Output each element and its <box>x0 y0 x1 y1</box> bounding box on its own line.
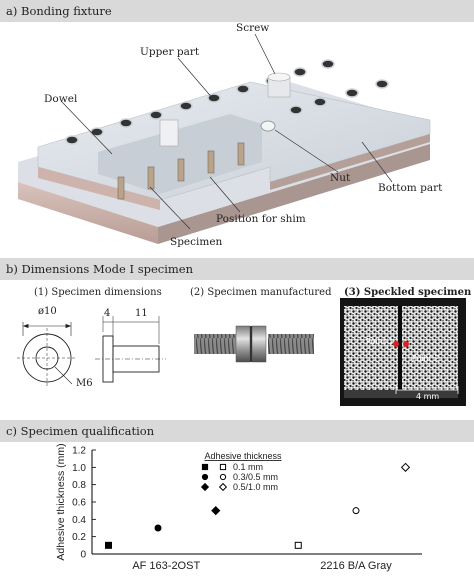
bottom-part-front <box>18 182 158 244</box>
y-axis-label: Adhesive thickness (mm) <box>55 443 67 560</box>
data-point-circle-filled <box>154 524 162 532</box>
point-2-marker <box>403 341 409 347</box>
label-upper-part: Upper part <box>140 46 200 58</box>
legend-marker-filled <box>201 463 209 471</box>
legend-entry-label: 0.1 mm <box>233 462 263 472</box>
legend-entry-label: 0.3/0.5 mm <box>233 472 278 482</box>
label-bottom-part: Bottom part <box>378 182 443 194</box>
bonding-fixture-render <box>18 33 431 244</box>
y-tick-label: 0 <box>80 550 86 561</box>
subtitle-speckled-specimen: (3) Speckled specimen <box>344 287 472 298</box>
dim-head-length: 4 <box>104 308 111 319</box>
nut-render <box>260 120 276 132</box>
legend-marker-open <box>219 473 227 481</box>
data-point-circle-open <box>352 507 360 515</box>
dim-thread: M6 <box>76 378 93 389</box>
x-category-label: 2216 B/A Gray <box>320 560 392 572</box>
y-tick-label: 0.4 <box>72 515 86 526</box>
dim-diameter: ø10 <box>38 306 57 317</box>
section-b-title: b) Dimensions Mode I specimen <box>6 262 194 276</box>
y-tick-label: 1.2 <box>72 446 86 457</box>
bottom-part-side <box>158 144 430 244</box>
fixture-channel <box>98 114 262 194</box>
label-scale: 4 mm <box>416 392 440 401</box>
label-point-2: Point 2 <box>412 354 440 363</box>
upper-part-side <box>270 134 430 190</box>
section-c-title: c) Specimen qualification <box>6 424 155 438</box>
adhesive-thickness-chart: 0 0.2 0.4 0.6 0.8 1.0 1.2 Adhesive thickness (m… <box>55 443 422 572</box>
legend-title: Adhesive thickness <box>204 451 282 461</box>
data-point-diamond-filled <box>211 506 221 516</box>
specimen-studs <box>117 142 245 200</box>
upper-part-front <box>38 167 160 210</box>
subtitle-specimen-dimensions: (1) Specimen dimensions <box>34 287 162 298</box>
section-c-header: c) Specimen qualification <box>0 420 474 442</box>
speckled-specimen-photo <box>340 298 466 406</box>
data-point-square-open <box>294 541 302 549</box>
legend-marker-open <box>218 482 228 492</box>
dowel-render <box>159 119 179 147</box>
y-tick-label: 0.6 <box>72 498 86 509</box>
legend-marker-filled <box>200 482 210 492</box>
chart-axes: 0 0.2 0.4 0.6 0.8 1.0 1.2 Adhesive thickness (m… <box>55 443 422 572</box>
dim-shaft-length: 11 <box>135 308 148 319</box>
screw-render <box>267 72 291 98</box>
legend-marker-filled <box>201 473 209 481</box>
label-nut: Nut <box>330 172 351 184</box>
fixture-holes <box>65 59 389 145</box>
label-specimen: Specimen <box>170 236 223 248</box>
point-1-marker <box>393 341 399 347</box>
data-point-square-filled <box>105 541 112 549</box>
y-tick-label: 1.0 <box>72 463 86 474</box>
label-position-for-shim: Position for shim <box>216 213 306 225</box>
data-point-diamond-open <box>400 462 411 472</box>
leader-lines <box>61 33 393 230</box>
section-b-header: b) Dimensions Mode I specimen <box>0 258 474 280</box>
section-a-title: a) Bonding fixture <box>6 4 112 18</box>
label-screw: Screw <box>236 22 270 34</box>
chart-points <box>105 462 411 549</box>
section-a-header: a) Bonding fixture <box>0 0 474 22</box>
y-tick-label: 0.2 <box>72 532 86 543</box>
label-dowel: Dowel <box>44 93 78 105</box>
subtitle-specimen-manufactured: (2) Specimen manufactured <box>190 287 332 298</box>
label-point-1: Point 1 <box>366 337 394 346</box>
legend-marker-open <box>219 463 227 471</box>
specimen-dimension-drawing <box>17 316 166 388</box>
x-category-label: AF 163-2OST <box>132 560 200 572</box>
manufactured-specimen-photo <box>194 325 314 363</box>
legend-entry-label: 0.5/1.0 mm <box>233 482 278 492</box>
y-tick-label: 0.8 <box>72 480 86 491</box>
